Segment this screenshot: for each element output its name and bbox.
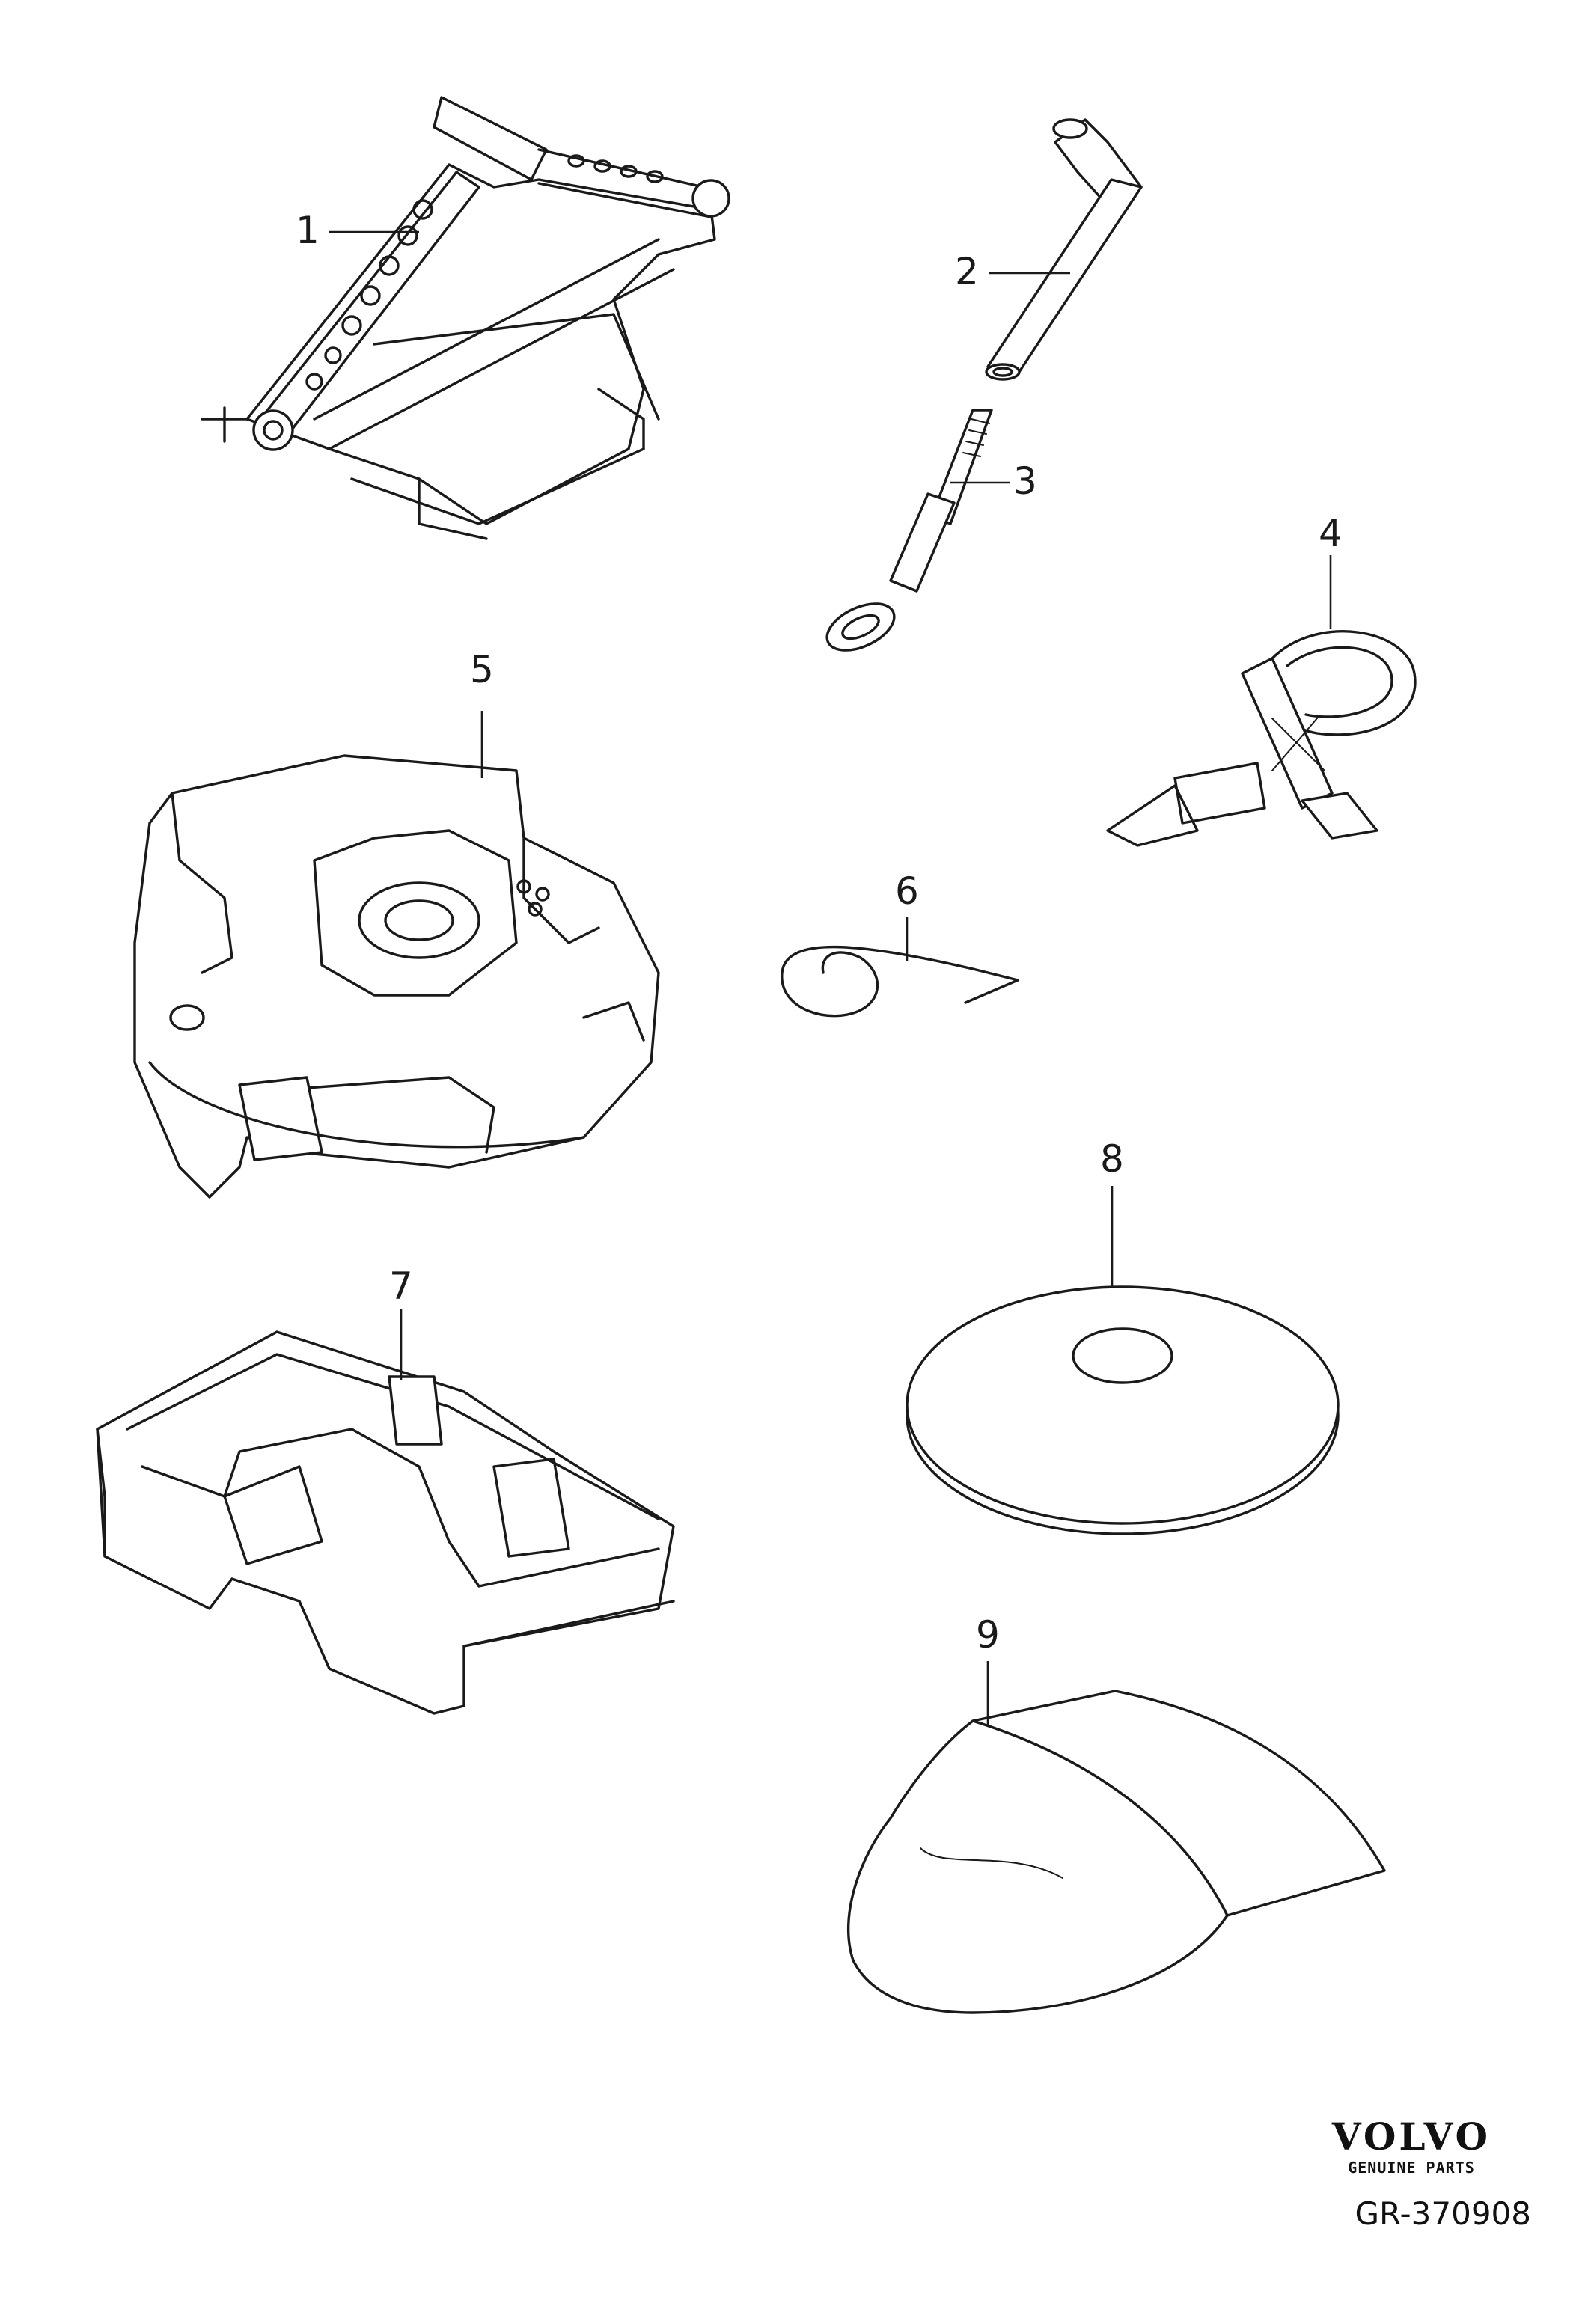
callout-7-label: 7 bbox=[389, 1265, 413, 1308]
callout-3: 3 bbox=[950, 459, 1037, 503]
callout-9-label: 9 bbox=[976, 1613, 1000, 1657]
callout-4: 4 bbox=[1319, 512, 1343, 629]
part-6-spring-clip bbox=[781, 945, 1019, 1018]
callout-8: 8 bbox=[1100, 1137, 1124, 1288]
drawing-number: GR-370908 bbox=[1355, 2195, 1531, 2232]
callout-6-label: 6 bbox=[895, 869, 919, 913]
part-7-foam-insert bbox=[96, 1330, 675, 1715]
part-2-wheel-wrench bbox=[985, 118, 1143, 381]
part-9-cover bbox=[846, 1690, 1386, 2014]
volvo-logo: VOLVO bbox=[1331, 2114, 1491, 2159]
callout-2-label: 2 bbox=[955, 250, 979, 293]
callout-8-label: 8 bbox=[1100, 1137, 1124, 1181]
part-4-strap bbox=[1106, 630, 1417, 847]
callout-6: 6 bbox=[895, 869, 919, 961]
callout-5: 5 bbox=[470, 648, 494, 778]
callout-2: 2 bbox=[955, 250, 1070, 293]
callout-1: 1 bbox=[296, 209, 419, 252]
callout-7: 7 bbox=[389, 1265, 413, 1380]
callout-9: 9 bbox=[976, 1613, 1000, 1725]
callout-3-label: 3 bbox=[1013, 459, 1037, 503]
part-1-scissor-jack bbox=[201, 96, 730, 540]
part-8-disc bbox=[906, 1285, 1340, 1535]
brand-block: VOLVO GENUINE PARTS bbox=[1292, 2116, 1531, 2177]
callout-5-label: 5 bbox=[470, 648, 494, 691]
callout-1-label: 1 bbox=[296, 209, 320, 252]
callout-4-label: 4 bbox=[1319, 512, 1343, 555]
part-5-tool-tray bbox=[133, 754, 660, 1199]
part-3-towing-eye bbox=[825, 409, 993, 652]
genuine-parts-label: GENUINE PARTS bbox=[1348, 2159, 1475, 2177]
